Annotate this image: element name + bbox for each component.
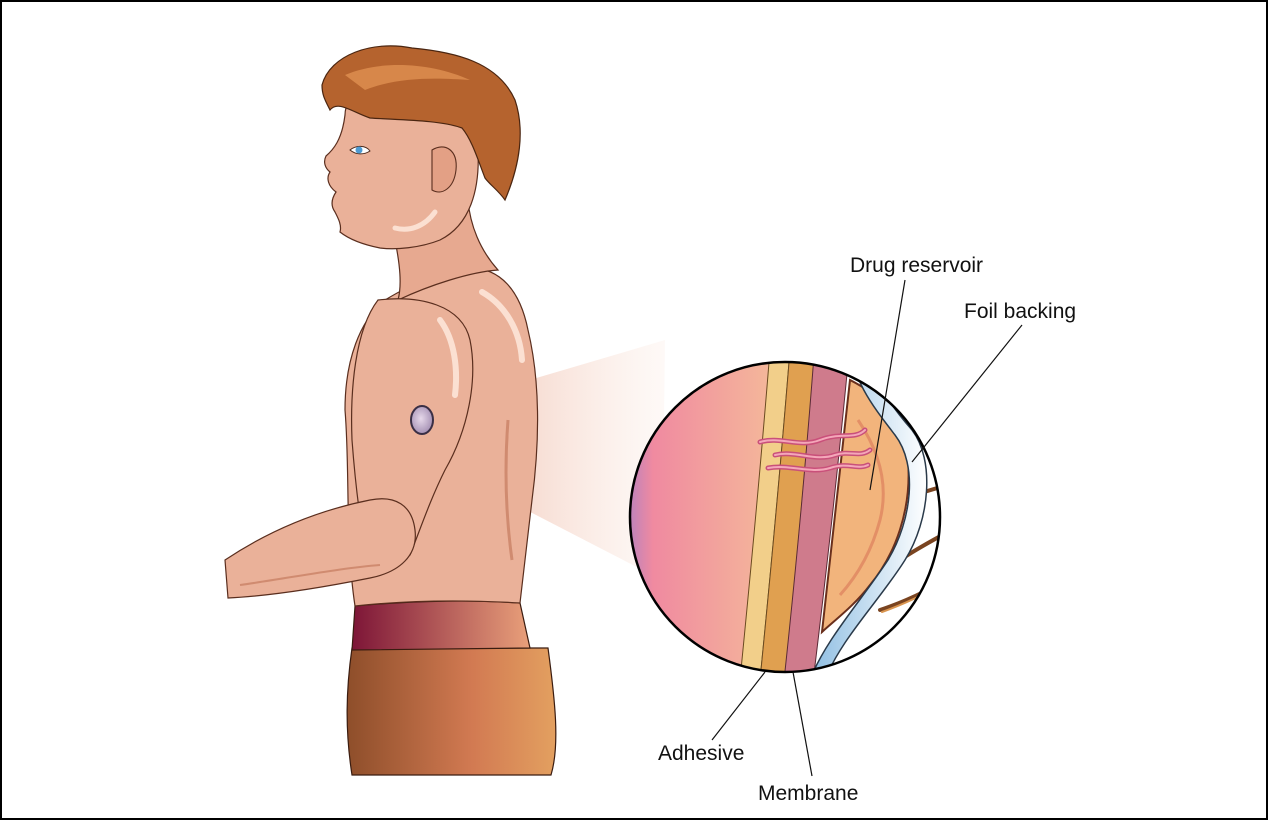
label-foil-backing: Foil backing [964,300,1076,323]
label-adhesive: Adhesive [658,742,744,765]
label-membrane: Membrane [758,782,858,805]
label-drug-reservoir: Drug reservoir [850,254,983,277]
waistband [352,601,530,650]
iris [356,147,363,154]
pants [347,648,556,775]
patch-on-arm [411,406,433,434]
